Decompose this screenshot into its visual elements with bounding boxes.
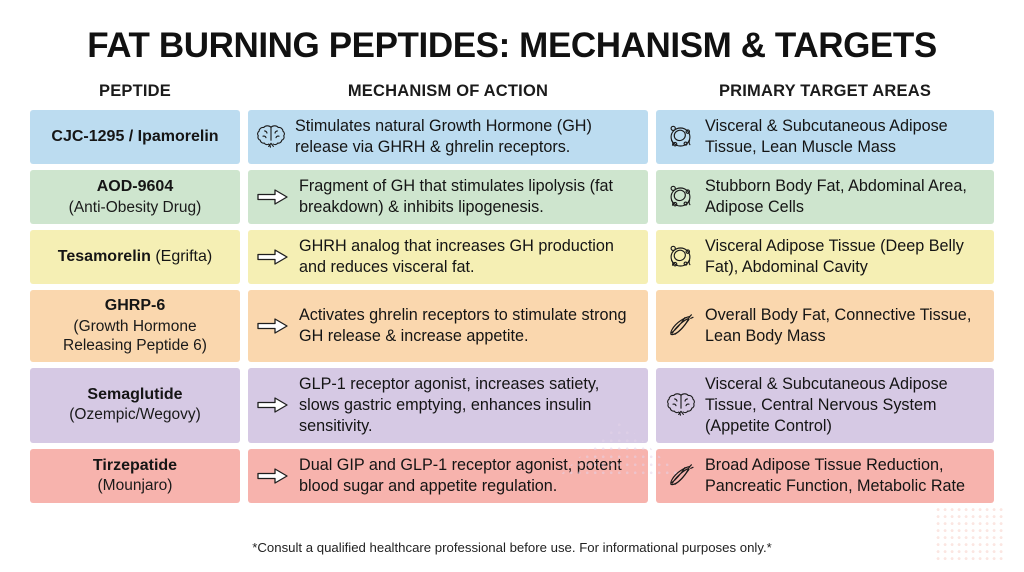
peptide-name-text: Tesamorelin — [57, 248, 151, 266]
mechanism-text: Stimulates natural Growth Hormone (GH) r… — [295, 117, 592, 157]
peptide-subtitle: (Anti-Obesity Drug) — [68, 198, 202, 216]
target-cell: Visceral & Subcutaneous Adipose Tissue, … — [656, 367, 994, 443]
adipose-cell-icon — [666, 123, 696, 151]
muscle-fiber-icon — [666, 312, 696, 340]
target-text: Visceral & Subcutaneous Adipose Tissue, … — [705, 117, 948, 157]
target-cell: Visceral & Subcutaneous Adipose Tissue, … — [656, 110, 994, 165]
table-row: CJC-1295 / Ipamorelin Stimulates natural … — [30, 110, 994, 165]
peptide-name-cell: Tesamorelin (Egrifta) — [30, 230, 240, 285]
target-text: Broad Adipose Tissue Reduction, Pancreat… — [705, 455, 966, 495]
mechanism-text: GLP-1 receptor agonist, increases satiet… — [299, 374, 600, 435]
peptide-name: CJC-1295 / Ipamorelin — [51, 127, 219, 145]
target-cell: Broad Adipose Tissue Reduction, Pancreat… — [656, 448, 994, 503]
table-row: Tirzepatide (Mounjaro) Dual GIP and GLP-1 … — [30, 448, 994, 503]
arrow-right-icon — [256, 314, 290, 338]
peptide-subtitle: (Ozempic/Wegovy) — [69, 406, 201, 424]
target-text: Stubborn Body Fat, Abdominal Area, Adipo… — [705, 177, 967, 217]
target-text: Overall Body Fat, Connective Tissue, Lea… — [705, 305, 972, 345]
mechanism-text: GHRH analog that increases GH production… — [299, 237, 614, 277]
brain-icon — [256, 123, 286, 151]
peptide-name-cell: GHRP-6 (Growth Hormone Releasing Peptide … — [30, 290, 240, 362]
peptide-name-cell: Tirzepatide (Mounjaro) — [30, 448, 240, 503]
disclaimer-footer: *Consult a qualified healthcare professi… — [252, 540, 772, 555]
peptide-subtitle: (Mounjaro) — [97, 477, 173, 495]
arrow-right-icon — [256, 185, 290, 209]
peptide-table: CJC-1295 / Ipamorelin Stimulates natural … — [30, 110, 994, 503]
peptide-subtitle: (Growth Hormone Releasing Peptide 6) — [63, 317, 207, 355]
peptide-name-cell: Semaglutide (Ozempic/Wegovy) — [30, 367, 240, 443]
mechanism-cell: Activates ghrelin receptors to stimulate… — [248, 290, 648, 362]
target-cell: Stubborn Body Fat, Abdominal Area, Adipo… — [656, 170, 994, 225]
target-cell: Overall Body Fat, Connective Tissue, Lea… — [656, 290, 994, 362]
page-title: FAT BURNING PEPTIDES: MECHANISM & TARGET… — [87, 26, 937, 65]
target-text: Visceral & Subcutaneous Adipose Tissue, … — [705, 374, 948, 435]
peptide-name: Tirzepatide — [92, 456, 178, 474]
peptide-name: Semaglutide — [87, 386, 183, 404]
arrow-right-icon — [256, 245, 290, 269]
header-mechanism: MECHANISM OF ACTION — [347, 82, 549, 100]
peptide-name: AOD-9604 — [96, 178, 174, 196]
column-headers: PEPTIDE MECHANISM OF ACTION PRIMARY TARG… — [30, 82, 994, 101]
peptide-name: GHRP-6 — [104, 297, 166, 315]
header-peptide: PEPTIDE — [98, 82, 171, 100]
table-row: Tesamorelin (Egrifta) GHRH analog that in… — [30, 230, 994, 285]
mechanism-cell: Fragment of GH that stimulates lipolysis… — [248, 170, 648, 225]
arrow-right-icon — [256, 464, 290, 488]
target-cell: Visceral Adipose Tissue (Deep Belly Fat)… — [656, 230, 994, 285]
mechanism-text: Dual GIP and GLP-1 receptor agonist, pot… — [299, 455, 622, 495]
target-text: Visceral Adipose Tissue (Deep Belly Fat)… — [705, 237, 964, 277]
mechanism-text: Activates ghrelin receptors to stimulate… — [299, 305, 627, 345]
brain-icon — [666, 391, 696, 419]
mechanism-cell: GHRH analog that increases GH production… — [248, 230, 648, 285]
mechanism-cell: Dual GIP and GLP-1 receptor agonist, pot… — [248, 448, 648, 503]
table-row: AOD-9604 (Anti-Obesity Drug) Fragment of G… — [30, 170, 994, 225]
arrow-right-icon — [256, 393, 290, 417]
adipose-cell-icon — [666, 183, 696, 211]
table-row: Semaglutide (Ozempic/Wegovy) GLP-1 recepto… — [30, 367, 994, 443]
table-row: GHRP-6 (Growth Hormone Releasing Peptide … — [30, 290, 994, 362]
muscle-fiber-icon — [666, 462, 696, 490]
header-targets: PRIMARY TARGET AREAS — [718, 82, 932, 100]
mechanism-cell: GLP-1 receptor agonist, increases satiet… — [248, 367, 648, 443]
peptide-brand-inline: (Egrifta) — [155, 248, 213, 266]
adipose-cell-icon — [666, 243, 696, 271]
peptide-name-cell: AOD-9604 (Anti-Obesity Drug) — [30, 170, 240, 225]
mechanism-cell: Stimulates natural Growth Hormone (GH) r… — [248, 110, 648, 165]
peptide-name-cell: CJC-1295 / Ipamorelin — [30, 110, 240, 165]
peptide-name: Tesamorelin (Egrifta) — [58, 247, 212, 267]
mechanism-text: Fragment of GH that stimulates lipolysis… — [299, 177, 613, 217]
